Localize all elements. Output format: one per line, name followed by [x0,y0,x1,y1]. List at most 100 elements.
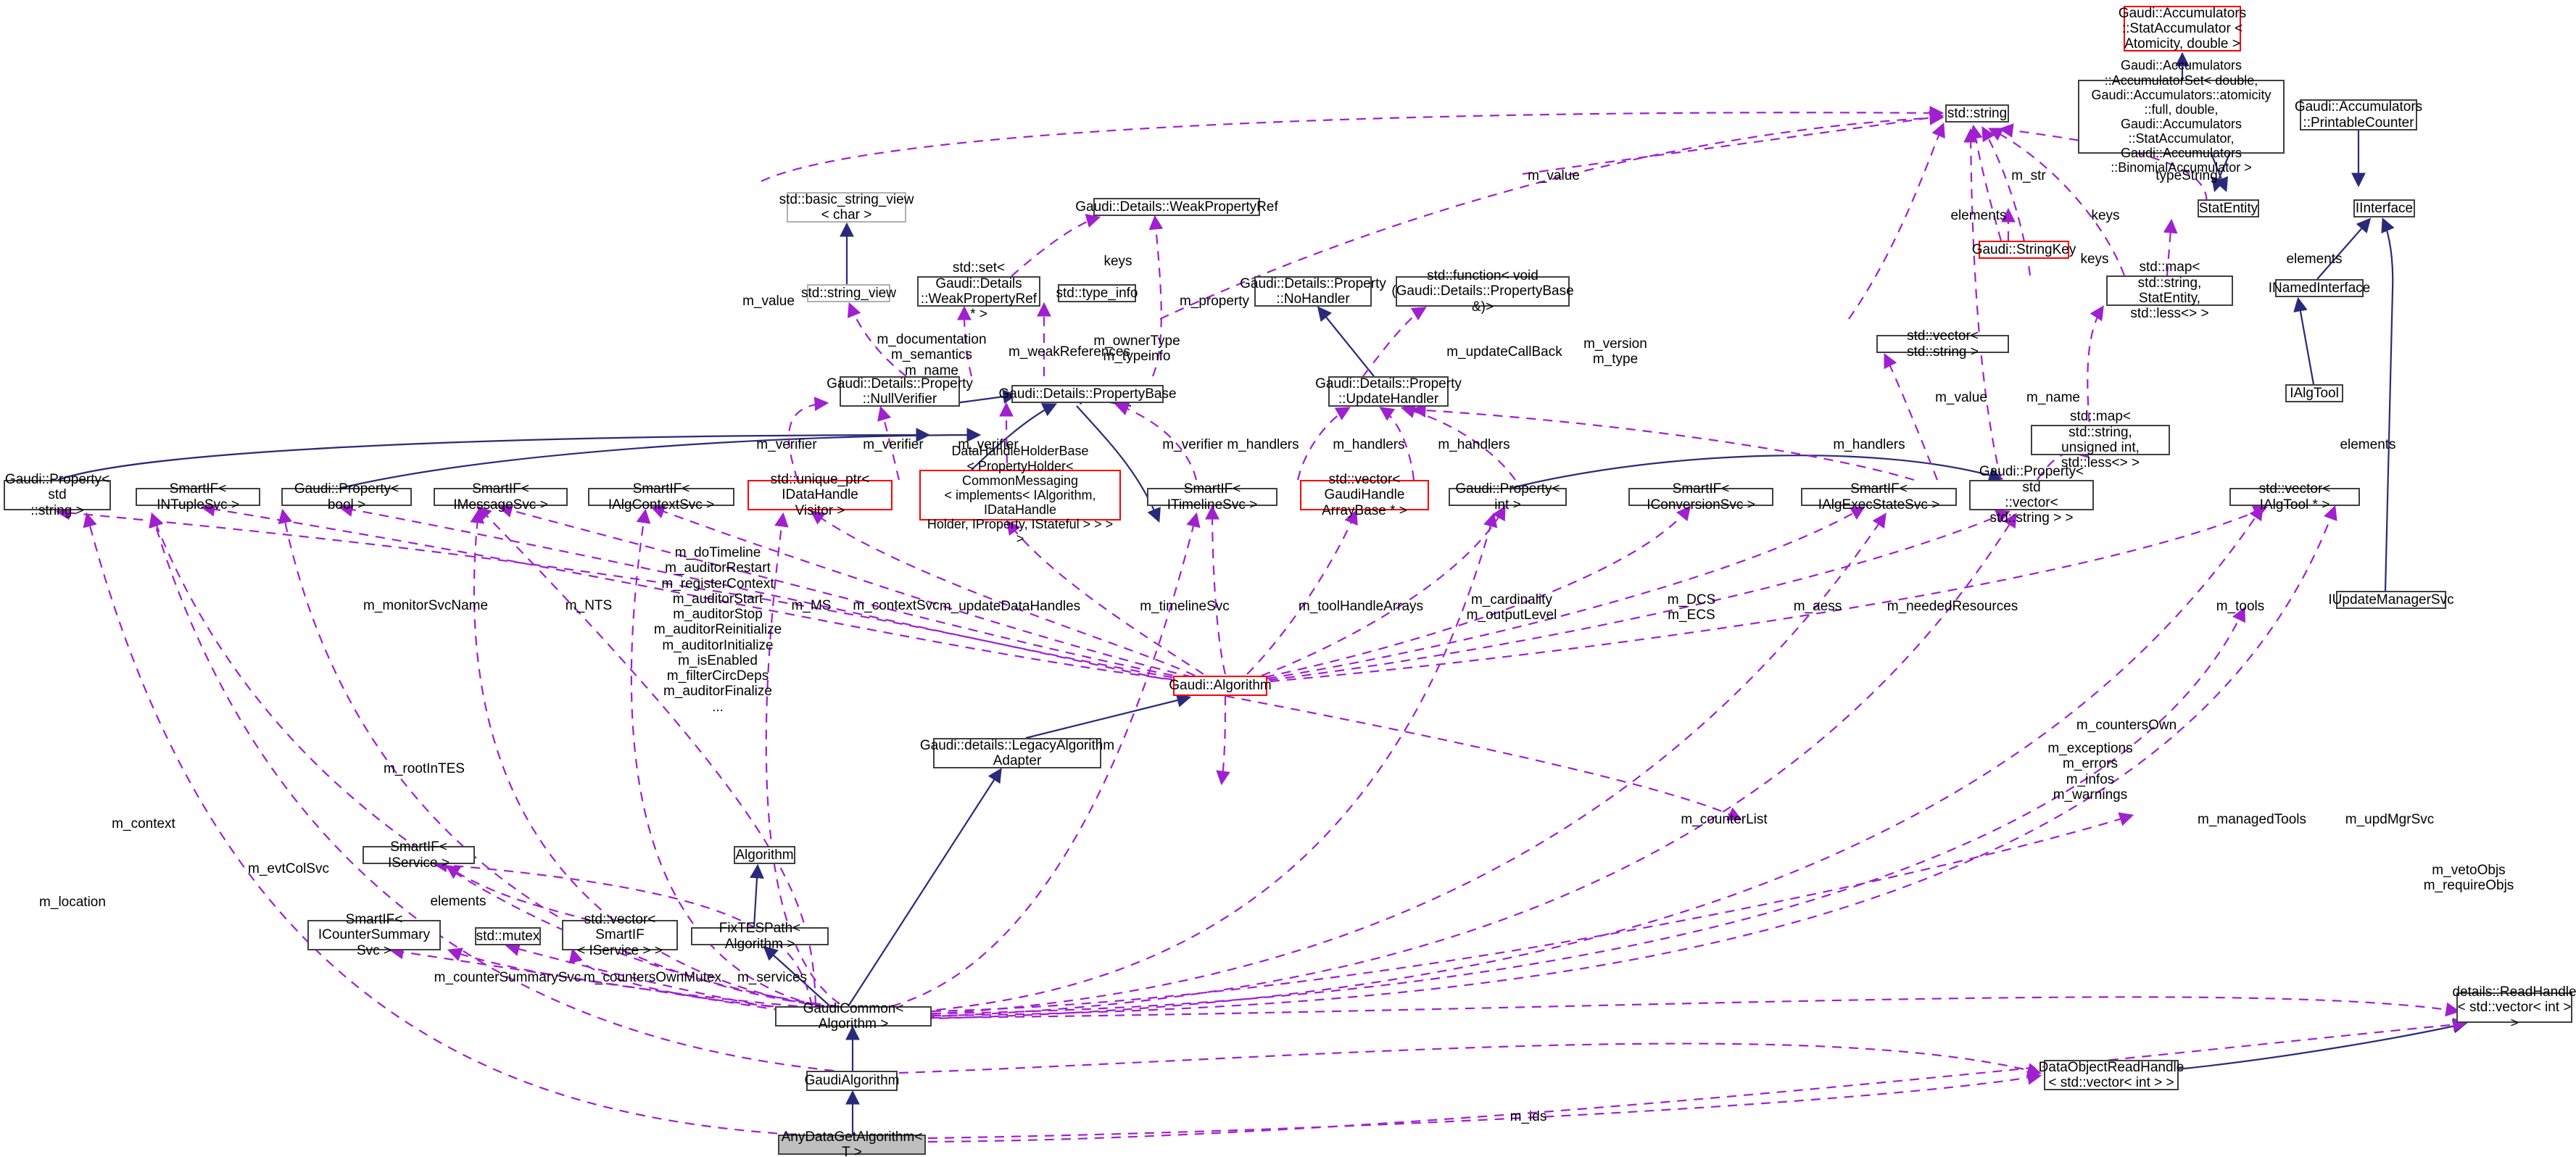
node-smartif-ialgexecstatesvc[interactable]: SmartIF< IAlgExecStateSvc > [1801,481,1957,513]
edge-label-elements-3: elements [2340,437,2396,452]
edge-label-m-updatecallback: m_updateCallBack [1446,344,1562,360]
edge-label-m-handlers-1: m_handlers [1227,437,1299,452]
node-algorithm[interactable]: Algorithm [734,846,795,864]
edge-label-m-handlers-3: m_handlers [1438,437,1510,452]
node-std-map-string-unsigned-int[interactable]: std::map< std::string, unsigned int, std… [2031,409,2170,470]
node-gaudi-algorithm[interactable]: Gaudi::Algorithm [1169,676,1272,696]
node-inamedinterface[interactable]: INamedInterface [2269,279,2370,297]
node-std-vector-gaudihandlearraybase-ptr[interactable]: std::vector< GaudiHandle ArrayBase * > [1300,472,1429,518]
edge-label-m-timelinesvc: m_timelineSvc [1140,599,1230,614]
edge-label-m-value-1: m_value [1528,168,1580,183]
node-gaudialgorithm[interactable]: GaudiAlgorithm [805,1071,899,1091]
node-ialgtool[interactable]: IAlgTool [2285,384,2343,402]
edge-label-m-verifier-4: m_verifier [1162,437,1223,452]
edge-label-m-property: m_property [1179,294,1250,309]
node-smartif-itimelinesvc[interactable]: SmartIF< ITimelineSvc > [1147,481,1277,513]
edge-label-m-rootintes: m_rootInTES [384,761,465,776]
node-gaudi-details-weakpropertyref[interactable]: Gaudi::Details::WeakPropertyRef [1075,198,1278,216]
edge-label-m-evtcolsvc: m_evtColSvc [248,861,329,876]
edge-label-m-ids: m_ids [1509,1109,1547,1124]
edge-label-m-exceptions-group: m_exceptions m_errors m_infos m_warnings [2047,741,2133,803]
node-gaudi-property-vector-string[interactable]: Gaudi::Property< std ::vector< std::stri… [1969,464,2094,526]
node-gaudi-stringkey[interactable]: Gaudi::StringKey [1972,241,2076,259]
edge-label-keys-3: keys [1103,254,1132,269]
edge-label-elements-1: elements [1950,208,2007,223]
edge-label-m-cardinality-group: m_cardinality m_outputLevel [1466,592,1557,623]
node-std-function-void-propertybase[interactable]: std::function< void (Gaudi::Details::Pro… [1391,268,1574,315]
node-gaudi-property-bool[interactable]: Gaudi::Property< bool > [281,481,412,513]
node-std-map-string-statentity[interactable]: std::map< std::string, StatEntity, std::… [2106,260,2233,321]
edge-label-m-toolhandlearrays: m_toolHandleArrays [1298,599,1424,614]
node-smartif-imessagesvc[interactable]: SmartIF< IMessageSvc > [434,481,568,513]
node-std-string-view[interactable]: std::string_view [801,284,896,302]
node-std-string[interactable]: std::string [1945,104,2009,123]
node-dataobjectreadhandle-vector-int[interactable]: DataObjectReadHandle < std::vector< int … [2038,1059,2184,1090]
edge-label-m-vetoobjs-group: m_vetoObjs m_requireObjs [2423,863,2514,894]
node-gaudi-details-property-nohandler[interactable]: Gaudi::Details::Property ::NoHandler [1240,275,1386,307]
node-std-vector-smartif-iservice[interactable]: std::vector< SmartIF < IService > > [562,912,678,958]
node-iinterface[interactable]: IInterface [2353,199,2415,217]
edge-label-m-monitorsvcname: m_monitorSvcName [363,598,489,613]
node-gaudi-accumulators-stataccumulator[interactable]: Gaudi::Accumulators ::StatAccumulator < … [2118,5,2247,52]
edge-label-m-location: m_location [39,895,106,910]
edge-label-m-nts: m_NTS [565,598,613,613]
node-gaudi-details-property-updatehandler[interactable]: Gaudi::Details::Property ::UpdateHandler [1315,376,1462,407]
edge-label-m-services: m_services [737,970,808,985]
edge-label-m-dcs-group: m_DCS m_ECS [1667,592,1716,623]
edge-label-m-verifier-1: m_verifier [756,437,817,452]
edge-label-m-ownertype-group: m_ownerType m_typeinfo [1093,333,1180,365]
node-std-vector-ialgtool-ptr[interactable]: std::vector< IAlgTool * > [2229,481,2360,513]
node-smartif-iconversionsvc[interactable]: SmartIF< IConversionSvc > [1628,481,1773,513]
node-gaudi-property-int[interactable]: Gaudi::Property< int > [1449,481,1567,513]
node-gaudi-details-legacyalgorithmadapter[interactable]: Gaudi::details::LegacyAlgorithm Adapter [919,737,1115,768]
node-fixtespath-algorithm[interactable]: FixTESPath< Algorithm > [691,921,829,952]
edge-label-m-value-2: m_value [742,294,795,309]
node-iupdatemanagersvc[interactable]: IUpdateManagerSvc [2328,591,2454,609]
edge-label-m-weakreferences: m_weakReferences [1009,344,1130,360]
edge-label-m-aess: m_aess [1793,599,1842,614]
node-gaudi-property-std-string[interactable]: Gaudi::Property< std ::string > [4,472,111,518]
edge-label-m-verifier-2: m_verifier [863,437,924,452]
node-std-mutex[interactable]: std::mutex [475,927,541,945]
edge-label-m-ms: m_MS [791,598,832,613]
edge-label-m-managedtools: m_managedTools [2198,812,2306,827]
edge-label-elements-2: elements [2286,252,2343,267]
edge-label-m-countersummarysvc: m_counterSummarySvc [434,970,581,985]
edge-label-elements-4: elements [430,894,486,909]
node-std-vector-std-string[interactable]: std::vector< std::string > [1876,328,2009,360]
edge-label-m-version-group: m_version m_type [1583,336,1647,368]
node-gaudi-accumulators-printablecounter[interactable]: Gaudi::Accumulators ::PrintableCounter [2294,99,2423,130]
node-anydatagetalgorithm[interactable]: AnyDataGetAlgorithm< T > [778,1129,926,1157]
node-datahandleholderbase[interactable]: DataHandleHolderBase < PropertyHolder< C… [919,444,1121,546]
node-std-type-info[interactable]: std::type_info [1056,284,1138,302]
node-gaudicommon-algorithm[interactable]: GaudiCommon< Algorithm > [775,1001,932,1032]
node-std-basic-string-view-char[interactable]: std::basic_string_view < char > [779,191,914,223]
edge-label-m-documentation-group: m_documentation m_semantics m_name [877,332,987,378]
edge-label-m-context: m_context [112,816,175,832]
edge-label-m-tools-1: m_tools [2216,599,2265,614]
node-smartif-intuplesvc[interactable]: SmartIF< INTupleSvc > [136,481,260,513]
node-smartif-ialgcontextsvc[interactable]: SmartIF< IAlgContextSvc > [588,481,734,513]
node-gaudi-details-property-nullverifier[interactable]: Gaudi::Details::Property ::NullVerifier [827,376,973,407]
edge-label-m-str: m_str [2011,168,2046,183]
node-smartif-iservice[interactable]: SmartIF< IService > [363,839,475,871]
edge-label-m-updmgrsvc: m_updMgrSvc [2345,812,2435,827]
edge-label-m-neededresources: m_neededResources [1887,599,2018,614]
edge-label-m-value-3: m_value [1935,390,1987,405]
edge-label-keys-1: keys [2091,208,2120,223]
node-std-unique-ptr-idatahandlevisitor[interactable]: std::unique_ptr< IDataHandle Visitor > [747,472,893,518]
edge-label-keys-2: keys [2080,252,2109,267]
edge-label-m-handlers-4: m_handlers [1833,437,1905,452]
node-smartif-icountersummarysvc[interactable]: SmartIF< ICounterSummary Svc > [307,912,441,958]
edge-label-m-contextsvc: m_contextSvc [853,598,940,613]
edge-label-m-countersownmutex: m_countersOwnMutex [583,970,722,985]
node-details-readhandle-vector-int[interactable]: details::ReadHandle < std::vector< int >… [2452,984,2576,1031]
edge-label-m-name: m_name [2026,390,2080,405]
node-gaudi-details-propertybase[interactable]: Gaudi::Details::PropertyBase [999,385,1177,403]
node-std-set-weakpropertyref-ptr[interactable]: std::set< Gaudi::Details ::WeakPropertyR… [917,260,1040,322]
node-statentity[interactable]: StatEntity [2198,199,2259,217]
edge-label-m-updatedatahandles: m_updateDataHandles [939,599,1081,614]
edge-label-m-counterlist: m_counterList [1681,812,1768,827]
node-gaudi-accumulators-accumulatorset[interactable]: Gaudi::Accumulators ::AccumulatorSet< do… [2078,58,2285,175]
